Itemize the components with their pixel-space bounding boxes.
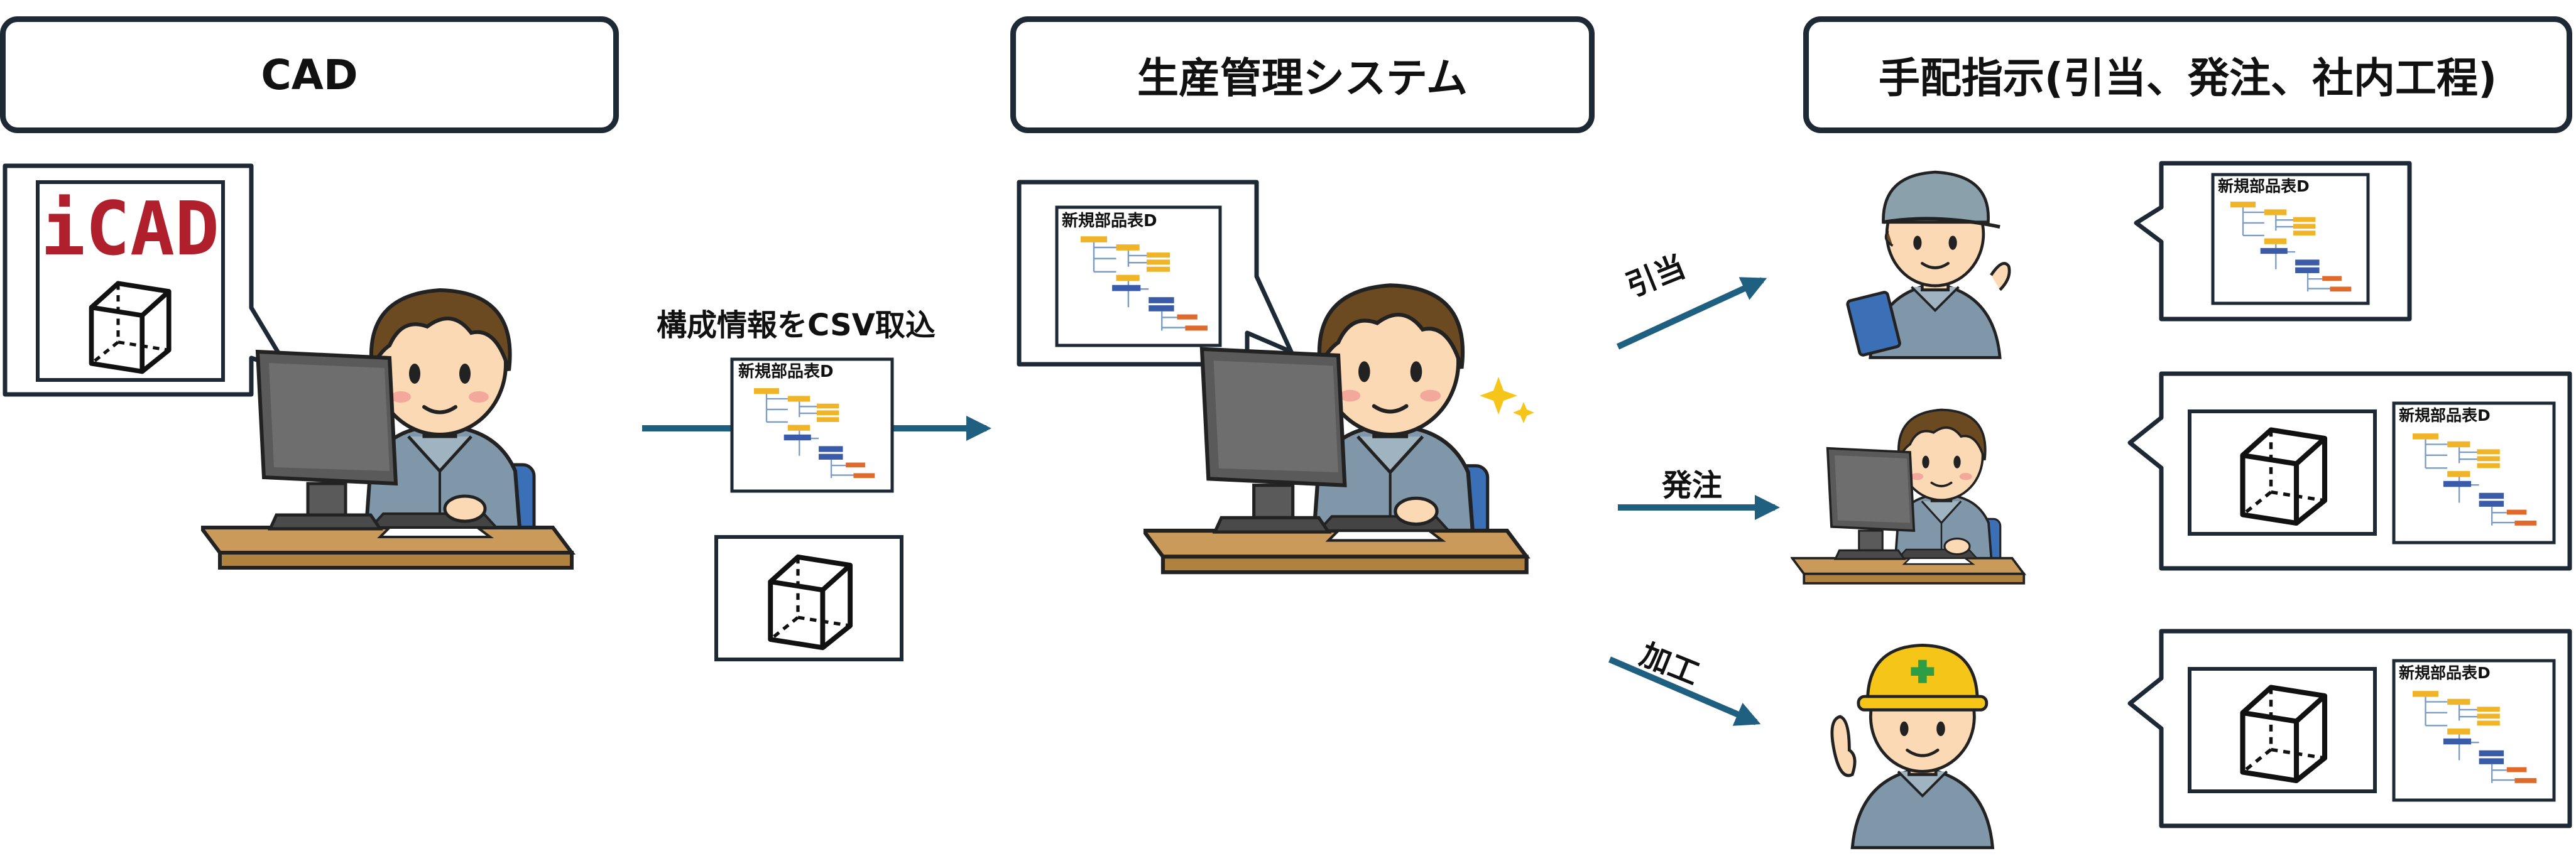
stage-cad-label: CAD — [261, 50, 358, 99]
allocation-arrow — [1616, 277, 1767, 350]
processing-bom-title: 新規部品表D — [2399, 664, 2491, 682]
production-bom-frame — [1055, 205, 1222, 347]
stage-production-label: 生産管理システム — [1137, 54, 1468, 102]
order-speech-bubble: 新規部品表D — [2127, 371, 2572, 571]
csv-bom-document: 新規部品表D — [730, 357, 894, 493]
processing-worker-with-helmet — [1832, 645, 1993, 847]
processing-arrow — [1608, 656, 1761, 726]
sparkle-icon — [1480, 377, 1534, 423]
icad-logo: iCAD — [41, 185, 219, 272]
order-worker-at-computer — [1791, 408, 2026, 585]
stage-arrangement-title: 手配指示(引当、発注、社内工程) — [1803, 16, 2572, 133]
allocation-bom-title: 新規部品表D — [2218, 177, 2310, 195]
order-label: 発注 — [1662, 468, 1723, 503]
csv-bom-title: 新規部品表D — [738, 362, 834, 381]
production-bom-title: 新規部品表D — [1062, 211, 1157, 230]
stage-cad-title: CAD — [0, 16, 619, 133]
stage-production-title: 生産管理システム — [1010, 16, 1595, 133]
csv-cube-document — [714, 535, 903, 661]
cube-wireframe-icon — [2243, 688, 2325, 781]
allocation-speech-bubble: 新規部品表D — [2134, 161, 2412, 322]
cube-wireframe-icon — [2243, 430, 2325, 524]
cube-wireframe-icon — [770, 557, 850, 647]
allocation-worker-with-clipboard — [1847, 172, 2010, 357]
stage-arrangement-label: 手配指示(引当、発注、社内工程) — [1878, 54, 2497, 102]
processing-speech-bubble: 新規部品表D — [2127, 629, 2572, 828]
csv-import-label: 構成情報をCSV取込 — [657, 308, 936, 343]
cube-wireframe-icon — [92, 283, 169, 371]
order-bom-title: 新規部品表D — [2399, 406, 2491, 425]
